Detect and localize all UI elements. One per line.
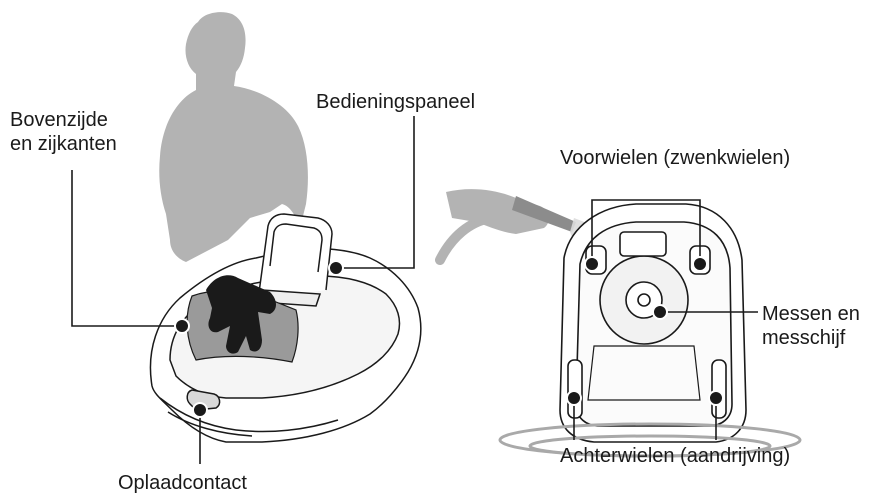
label-front-wheels: Voorwielen (zwenkwielen) <box>560 146 790 170</box>
label-control-panel: Bedieningspaneel <box>316 90 475 114</box>
label-blades: Messen en messchijf <box>762 302 860 350</box>
mower-underside <box>560 204 746 442</box>
label-top-and-sides: Bovenzijde en zijkanten <box>10 108 117 156</box>
label-charge-contact: Oplaadcontact <box>118 471 247 495</box>
label-blades-line-1: Messen en <box>762 302 860 326</box>
label-blades-line-2: messchijf <box>762 326 860 350</box>
label-rear-wheels: Achterwielen (aandrijving) <box>560 444 790 468</box>
label-top-line-1: Bovenzijde <box>10 108 117 132</box>
label-top-line-2: en zijkanten <box>10 132 117 156</box>
